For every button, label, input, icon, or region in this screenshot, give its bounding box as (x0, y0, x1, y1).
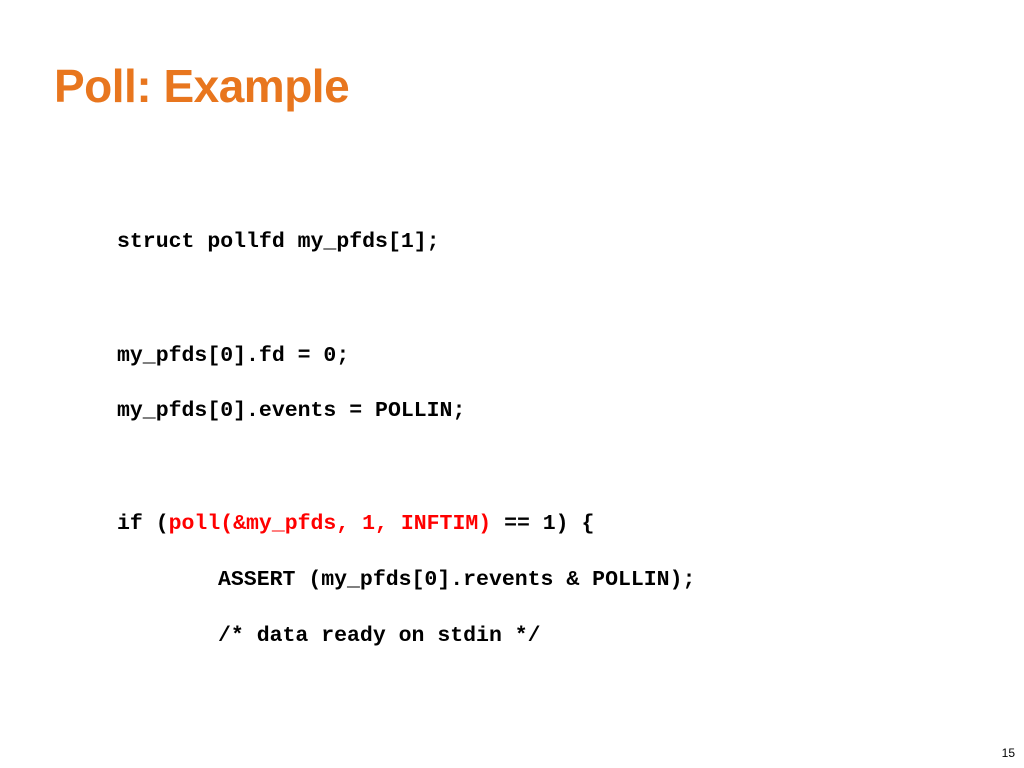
code-line-events-assignment: my_pfds[0].events = POLLIN; (117, 399, 466, 423)
page-number: 15 (1001, 746, 1015, 760)
code-if-suffix: == 1) { (491, 512, 595, 536)
code-poll-call-highlight: poll(&my_pfds, 1, INFTIM) (168, 512, 492, 536)
code-line-fd-assignment: my_pfds[0].fd = 0; (117, 344, 350, 368)
code-if-prefix: if ( (117, 512, 169, 536)
code-line-comment: /* data ready on stdin */ (218, 624, 541, 648)
slide-title: Poll: Example (54, 60, 350, 112)
code-line-if-poll: if (poll(&my_pfds, 1, INFTIM) == 1) { (117, 510, 594, 538)
code-line-assert: ASSERT (my_pfds[0].revents & POLLIN); (218, 568, 696, 592)
code-line-struct-declaration: struct pollfd my_pfds[1]; (117, 230, 440, 254)
